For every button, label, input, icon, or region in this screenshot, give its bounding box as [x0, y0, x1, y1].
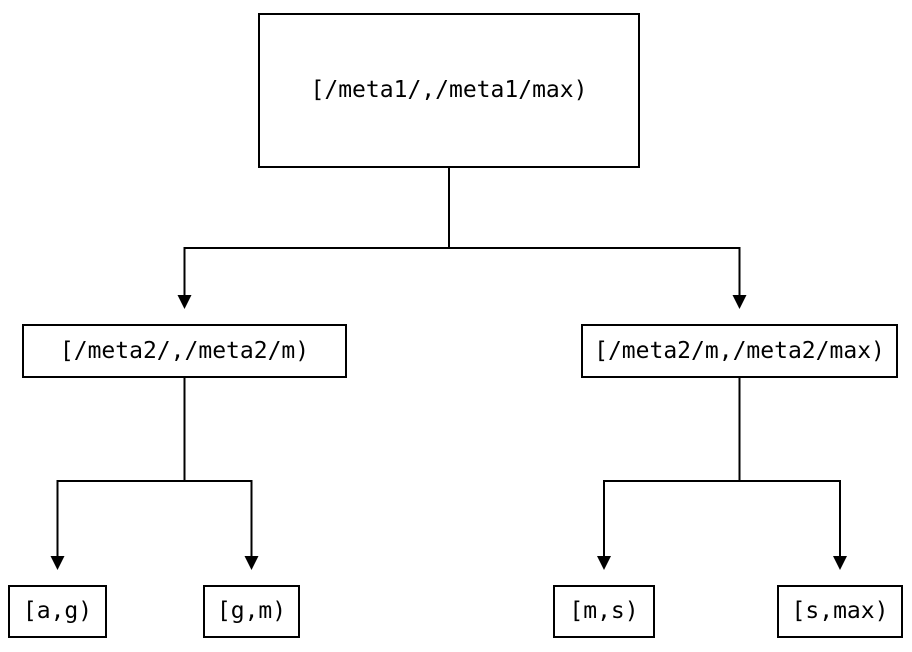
edge-meta2-high-to-leaf-m-s: [597, 378, 741, 570]
arrowhead-down-icon: [597, 556, 611, 570]
node-leaf-a-g: [a,g): [8, 585, 107, 638]
node-root-label: [/meta1/,/meta1/max): [310, 77, 588, 103]
arrowhead-down-icon: [50, 556, 65, 570]
arrowhead-down-icon: [177, 295, 192, 309]
arrowhead-down-icon: [732, 295, 747, 309]
edge-root-to-meta2-low: [177, 168, 450, 309]
node-leaf-a-g-label: [a,g): [22, 598, 93, 624]
node-leaf-m-s-label: [m,s): [569, 598, 639, 624]
edge-meta2-low-to-leaf-g-m: [183, 378, 259, 570]
node-meta2-high: [/meta2/m,/meta2/max): [581, 324, 898, 378]
edge-root-to-meta2-high: [448, 168, 747, 309]
node-root: [/meta1/,/meta1/max): [258, 13, 640, 168]
node-leaf-g-m: [g,m): [203, 585, 300, 638]
node-meta2-low: [/meta2/,/meta2/m): [22, 324, 347, 378]
edge-meta2-low-to-leaf-a-g: [50, 378, 186, 570]
node-meta2-high-label: [/meta2/m,/meta2/max): [594, 337, 885, 364]
node-meta2-low-label: [/meta2/,/meta2/m): [59, 337, 310, 364]
arrowhead-down-icon: [833, 556, 847, 570]
node-leaf-g-m-label: [g,m): [216, 598, 287, 624]
edge-meta2-high-to-leaf-s-max: [738, 378, 847, 570]
node-leaf-m-s: [m,s): [553, 585, 655, 638]
node-leaf-s-max-label: [s,max): [791, 598, 889, 624]
arrowhead-down-icon: [244, 556, 259, 570]
node-leaf-s-max: [s,max): [777, 585, 903, 638]
